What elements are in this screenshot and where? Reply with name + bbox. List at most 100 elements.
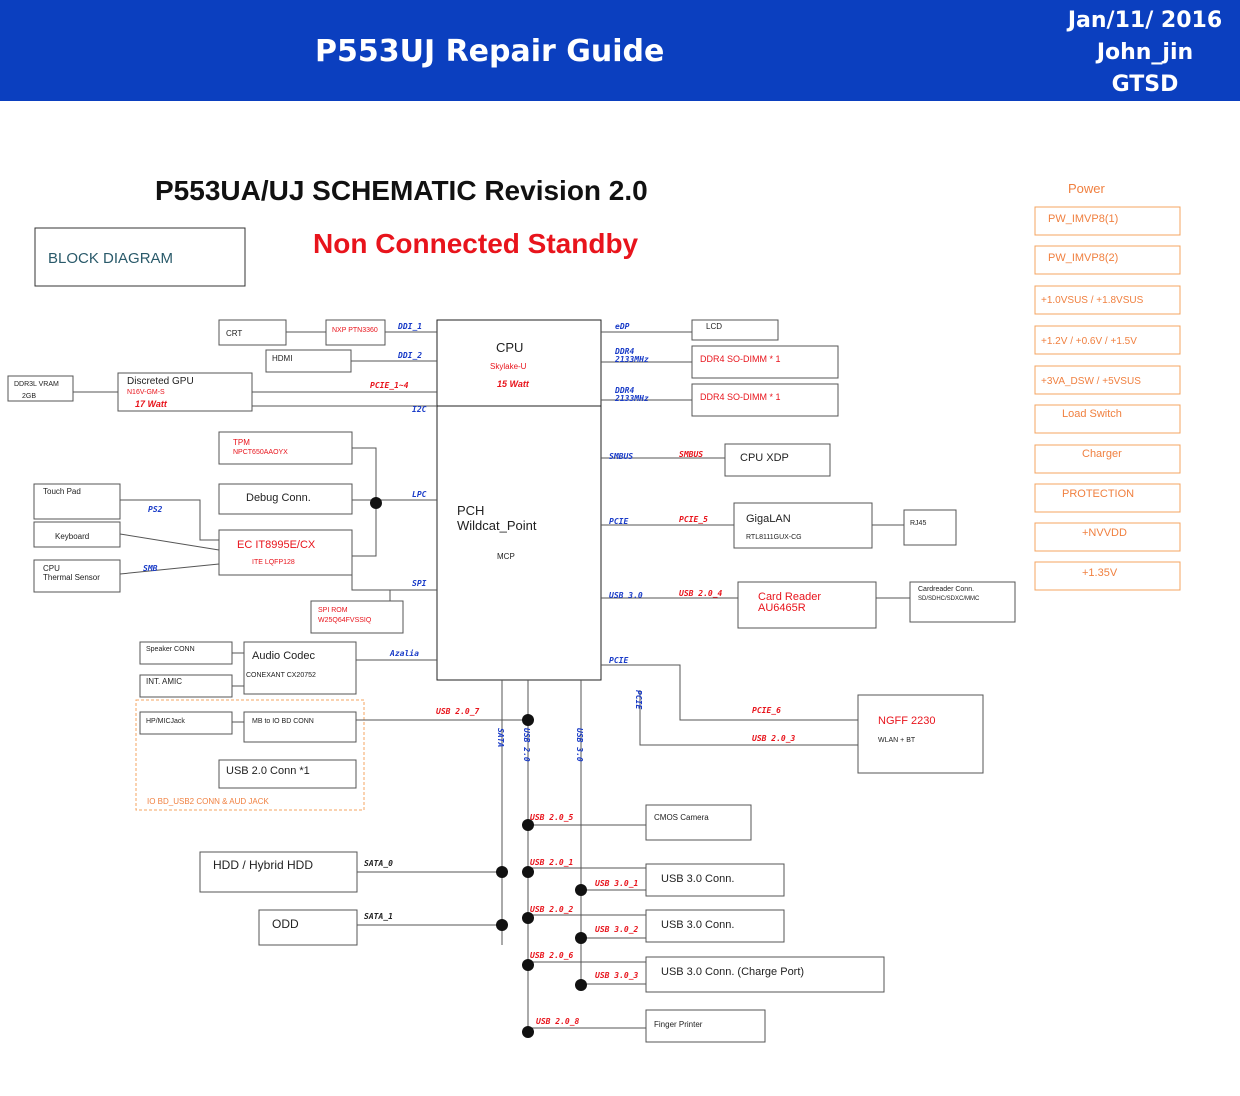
signal-usb205: USB 2.0_5 bbox=[530, 813, 574, 822]
power-item: +1.2V / +0.6V / +1.5V bbox=[1041, 336, 1137, 347]
cpu-watt: 15 Watt bbox=[497, 379, 530, 389]
schematic-subtitle: Non Connected Standby bbox=[313, 228, 639, 259]
nxp-label: NXP PTN3360 bbox=[332, 327, 378, 334]
rj45-label: RJ45 bbox=[910, 520, 926, 527]
signal-smbus: SMBUS bbox=[609, 452, 633, 461]
thermal-label-2: Thermal Sensor bbox=[43, 573, 100, 582]
power-item: Charger bbox=[1082, 448, 1122, 460]
cpu-pch-block bbox=[436, 319, 602, 681]
power-item: PROTECTION bbox=[1062, 488, 1134, 500]
lan-sub: RTL8111GUX-CG bbox=[746, 534, 802, 541]
signal-usb302: USB 3.0_2 bbox=[595, 925, 639, 934]
cardreader-label: Card Reader bbox=[758, 591, 821, 603]
signal-sata-vertical: SATA bbox=[496, 728, 505, 747]
signal-sata0: SATA_0 bbox=[364, 859, 393, 868]
usb30-conn-2: USB 3.0 Conn. bbox=[661, 919, 734, 931]
power-item: +1.0VSUS / +1.8VSUS bbox=[1041, 295, 1144, 306]
dgpu-label: Discreted GPU bbox=[127, 376, 194, 387]
camera-label: CMOS Camera bbox=[654, 813, 709, 822]
mboard-label: MB to IO BD CONN bbox=[252, 718, 314, 725]
signal-pcie14: PCIE_1~4 bbox=[370, 381, 409, 390]
signal-pcie: PCIE bbox=[609, 517, 628, 526]
signal-ddr4-freq: 2133MHz bbox=[614, 355, 649, 364]
signal-ddi2: DDI_2 bbox=[397, 351, 422, 360]
signal-usb203: USB 2.0_3 bbox=[752, 734, 796, 743]
signal-sata1: SATA_1 bbox=[364, 912, 393, 921]
audio-sub: CONEXANT CX20752 bbox=[246, 672, 316, 679]
signal-edp: eDP bbox=[615, 322, 630, 331]
tpm-label: TPM bbox=[233, 438, 250, 447]
power-item: +1.35V bbox=[1082, 567, 1118, 579]
signal-smb: SMB bbox=[143, 564, 158, 573]
header-bar: P553UJ Repair Guide Jan/11/ 2016 John_ji… bbox=[0, 0, 1240, 101]
power-item: +NVVDD bbox=[1082, 527, 1127, 539]
signal-ddr4b-freq: 2133MHz bbox=[614, 394, 649, 403]
dgpu-sub: N16V-GM-S bbox=[127, 389, 165, 396]
vram-label: DDR3L VRAM bbox=[14, 381, 59, 388]
audio-label: Audio Codec bbox=[252, 650, 315, 662]
iobd-label: IO BD_USB2 CONN & AUD JACK bbox=[147, 797, 269, 806]
signal-usb20-vertical: USB 2.0 bbox=[522, 728, 531, 762]
ddr4-slot-1: DDR4 SO-DIMM * 1 bbox=[700, 354, 781, 364]
page-title: P553UJ Repair Guide bbox=[315, 34, 665, 69]
signal-ddr4: DDR4 bbox=[614, 347, 634, 356]
cardconn-sub: SD/SDHC/SDXC/MMC bbox=[918, 596, 980, 602]
signal-usb204: USB 2.0_4 bbox=[679, 589, 723, 598]
power-item: +3VA_DSW / +5VSUS bbox=[1041, 376, 1141, 387]
cardreader-chip: AU6465R bbox=[758, 602, 806, 614]
intamic-label: INT. AMIC bbox=[146, 677, 182, 686]
usb20-label: USB 2.0 Conn *1 bbox=[226, 765, 310, 777]
header-date: Jan/11/ 2016 bbox=[1067, 8, 1223, 33]
signal-ddi1: DDI_1 bbox=[397, 322, 422, 331]
spirom-sub: W25Q64FVSSIQ bbox=[318, 617, 372, 624]
signal-azalia: Azalia bbox=[389, 648, 419, 658]
signal-usb303: USB 3.0_3 bbox=[595, 971, 639, 980]
signal-usb201: USB 2.0_1 bbox=[530, 858, 573, 867]
power-title: Power bbox=[1068, 181, 1106, 196]
usb30-conn-1: USB 3.0 Conn. bbox=[661, 873, 734, 885]
touchpad-label: Touch Pad bbox=[43, 487, 81, 496]
signal-usb206: USB 2.0_6 bbox=[530, 951, 574, 960]
vram-size: 2GB bbox=[22, 393, 36, 400]
signal-ps2: PS2 bbox=[148, 505, 163, 514]
signal-usb202: USB 2.0_2 bbox=[530, 905, 574, 914]
signal-ddr4b: DDR4 bbox=[614, 386, 634, 395]
power-item: PW_IMVP8(2) bbox=[1048, 252, 1118, 264]
signal-pcie-vertical: PCIE bbox=[634, 690, 643, 709]
odd-label: ODD bbox=[272, 917, 299, 931]
power-item: Load Switch bbox=[1062, 408, 1122, 420]
finger-label: Finger Printer bbox=[654, 1020, 703, 1029]
signal-pcie6: PCIE_6 bbox=[752, 706, 781, 715]
signal-spi: SPI bbox=[412, 579, 427, 588]
pch-sub: MCP bbox=[497, 552, 515, 561]
signal-lpc: LPC bbox=[412, 490, 427, 499]
keyboard-label: Keyboard bbox=[55, 532, 89, 541]
cpu-sub: Skylake-U bbox=[490, 362, 527, 371]
header-author: John_jin bbox=[1096, 40, 1194, 65]
ngff-label: NGFF 2230 bbox=[878, 715, 935, 727]
cardconn-label: Cardreader Conn. bbox=[918, 586, 974, 593]
pch-label-2: Wildcat_Point bbox=[457, 518, 537, 533]
signal-smbus-2: SMBUS bbox=[679, 450, 703, 459]
lan-label: GigaLAN bbox=[746, 513, 791, 525]
ddr4-slot-2: DDR4 SO-DIMM * 1 bbox=[700, 392, 781, 402]
ngff-sub: WLAN + BT bbox=[878, 737, 916, 744]
xdp-label: CPU XDP bbox=[740, 452, 789, 464]
signal-i2c: I2C bbox=[412, 405, 427, 414]
dgpu-watt: 17 Watt bbox=[135, 399, 168, 409]
lcd-label: LCD bbox=[706, 322, 722, 331]
speaker-label: Speaker CONN bbox=[146, 646, 195, 653]
signal-usb30-vertical: USB 3.0 bbox=[575, 728, 584, 762]
signal-usb301: USB 3.0_1 bbox=[595, 879, 638, 888]
signal-pcie5: PCIE_5 bbox=[679, 515, 708, 524]
header-meta: Jan/11/ 2016 John_jin GTSD bbox=[1050, 5, 1240, 101]
usb30-conn-charge: USB 3.0 Conn. (Charge Port) bbox=[661, 966, 804, 978]
thermal-label: CPU bbox=[43, 564, 60, 573]
signal-usb207: USB 2.0_7 bbox=[436, 707, 480, 716]
hdmi-label: HDMI bbox=[272, 354, 292, 363]
spirom-label: SPI ROM bbox=[318, 607, 348, 614]
hpmic-label: HP/MICJack bbox=[146, 718, 185, 725]
debug-label: Debug Conn. bbox=[246, 492, 311, 504]
ec-label: EC IT8995E/CX bbox=[237, 539, 316, 551]
pch-label: PCH bbox=[457, 503, 484, 518]
